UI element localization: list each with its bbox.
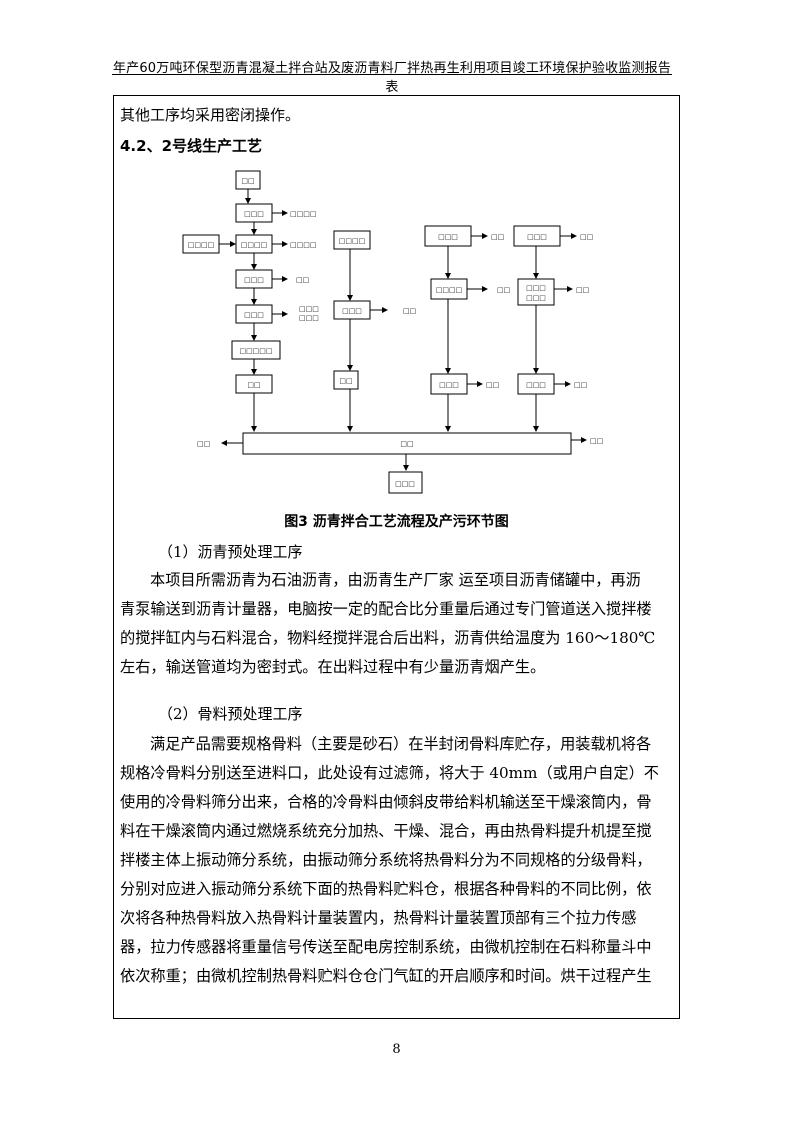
paragraph-2: 满足产品需要规格骨料（主要是砂石）在半封闭骨料库贮存，用装载机将各 规格冷骨料分… [120,730,673,991]
subheading-1: （1）沥青预处理工序 [158,543,303,561]
section-title: 4.2、2号线生产工艺 [120,137,263,155]
box-b3 [333,370,359,390]
label-d3-out: □□ [574,381,587,389]
label-c3-out: □□ [486,381,499,389]
paragraph-2-line: 规格冷骨料分别送至进料口，此处设有过滤筛，将大于 40mm（或用户自定）不 [120,764,659,782]
paragraph-2-line: 拌楼主体上振动筛分系统，由振动筛分系统将热骨料分为不同规格的分级骨料， [120,851,652,869]
paragraph-2-line: 使用的冷骨料筛分出来，合格的冷骨料由倾斜皮带给料机输送至干燥滚筒内，骨 [120,793,652,811]
paragraph-2-line: 依次称重；由微机控制热骨料贮料仓仓门气缸的开启顺序和时间。烘干过程产生 [120,967,652,985]
box-a6 [231,340,281,360]
page-number: 8 [392,1042,401,1057]
label-d1-out: □□ [580,233,593,241]
label-a3-out: □□□□ [290,241,316,249]
page-header: 年产60万吨环保型沥青混凝土拌合站及废沥青料厂拌热再生利用项目竣工环境保护验收监… [112,61,672,95]
paragraph-2-line: 分别对应进入振动筛分系统下面的热骨料贮料仓，根据各种骨料的不同比例，依 [120,880,652,898]
label-c1: □□□ [438,233,458,241]
subheading-2: （2）骨料预处理工序 [158,705,303,723]
paragraph-1-line: 本项目所需沥青为石油沥青，由沥青生产厂家 运至项目沥青储罐中，再沥 [150,571,641,589]
label-b2: □□□ [342,307,362,315]
label-a5: □□□ [244,311,264,319]
label-mixer-right-out: □□ [590,437,603,445]
label-a4-out: □□ [296,276,309,284]
label-d1: □□□ [527,233,547,241]
label-c2: □□□□ [436,286,462,294]
label-a2-out: □□□□ [290,210,316,218]
label-output: □□□ [395,480,415,488]
label-b2-out: □□ [403,307,416,315]
header-rule [112,74,672,75]
label-a3: □□□□ [241,241,267,249]
label-a6: □□□□□ [239,347,272,355]
paragraph-1-line: 左右，输送管道均为密封式。在出料过程中有少量沥青烟产生。 [120,658,546,676]
label-mixer: □□ [400,440,413,448]
label-b3: □□ [339,377,352,385]
paragraph-1-line: 青泵输送到沥青计量器，电脑按一定的配合比分重量后通过专门管道送入搅拌楼 [120,600,652,618]
label-b1: □□□□ [339,237,365,245]
label-a5-out-2: □□□ [299,314,319,322]
label-d3: □□□ [526,381,546,389]
paragraph-2-line: 料在干燥滚筒内通过燃烧系统充分加热、干燥、混合，再由热骨料提升机提至搅 [120,822,652,840]
figure-caption: 图3 沥青拌合工艺流程及产污环节图 [284,514,509,530]
label-a1: □□ [241,177,254,185]
label-a5-out-1: □□□ [299,305,319,313]
paragraph-1-line: 的搅拌缸内与石料混合，物料经搅拌混合后出料，沥青供给温度为 160～180℃ [120,629,656,647]
label-c3: □□□ [439,381,459,389]
paragraph-2-line: 满足产品需要规格骨料（主要是砂石）在半封闭骨料库贮存，用装载机将各 [150,735,652,753]
label-c2-out: □□ [497,286,510,294]
label-a7: □□ [247,381,260,389]
label-a3-in: □□□□ [188,241,214,249]
label-mixer-left-out: □□ [197,440,210,448]
label-c1-out: □□ [491,233,504,241]
label-d2-a: □□□ [526,284,546,292]
paragraph-1: 本项目所需沥青为石油沥青，由沥青生产厂家 运至项目沥青储罐中，再沥 青泵输送到沥… [120,566,673,682]
label-d2-b: □□□ [526,294,546,302]
intro-line: 其他工序均采用密闭操作。 [120,106,301,124]
label-a2: □□□ [244,210,264,218]
box-b1 [333,230,371,250]
label-d2-out: □□ [576,286,589,294]
label-a4: □□□ [244,276,264,284]
paragraph-2-line: 次将各种热骨料放入热骨料计量装置内，热骨料计量装置顶部有三个拉力传感 [120,909,637,927]
paragraph-2-line: 器，拉力传感器将重量信号传送至配电房控制系统，由微机控制在石料称量斗中 [120,938,652,956]
content-frame [113,95,680,1019]
box-output [388,471,423,494]
